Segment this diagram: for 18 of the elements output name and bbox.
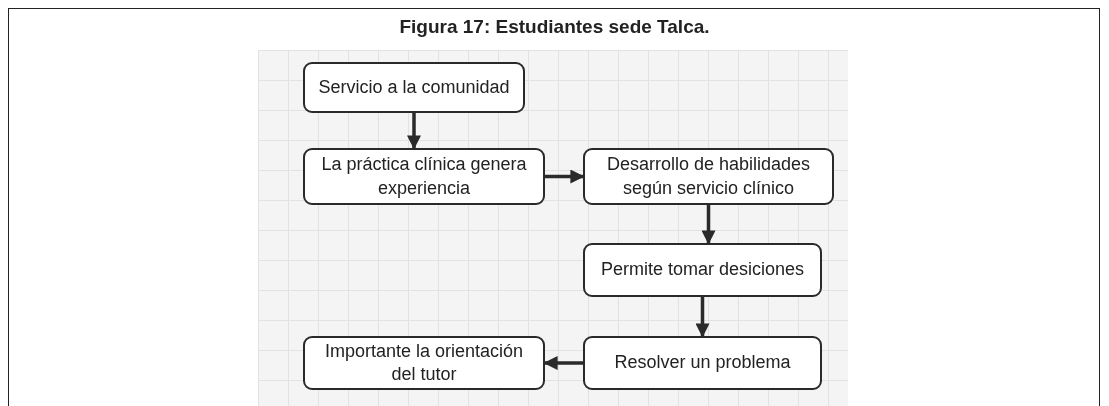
box-label: Importante la orientación del tutor <box>323 339 525 386</box>
arrow <box>407 113 421 150</box>
process-box <box>303 336 545 390</box>
process-box <box>303 148 545 205</box>
box-label: Permite tomar desiciones <box>600 258 805 282</box>
box-label: Desarrollo de habilidades según servicio clínico <box>605 153 812 200</box>
process-box <box>583 148 834 205</box>
arrow <box>545 169 585 184</box>
box-label: Servicio a la comunidad <box>318 75 510 99</box>
box-label: Resolver un problema <box>614 351 791 375</box>
arrow <box>701 205 716 245</box>
process-box <box>303 62 525 113</box>
process-box <box>583 243 822 297</box>
box-label: La práctica clínica genera experiencia <box>320 153 528 200</box>
arrow <box>543 356 583 370</box>
process-box <box>583 336 822 390</box>
figure-title: Figura 17: Estudiantes sede Talca. <box>399 16 710 37</box>
arrow <box>695 297 710 338</box>
